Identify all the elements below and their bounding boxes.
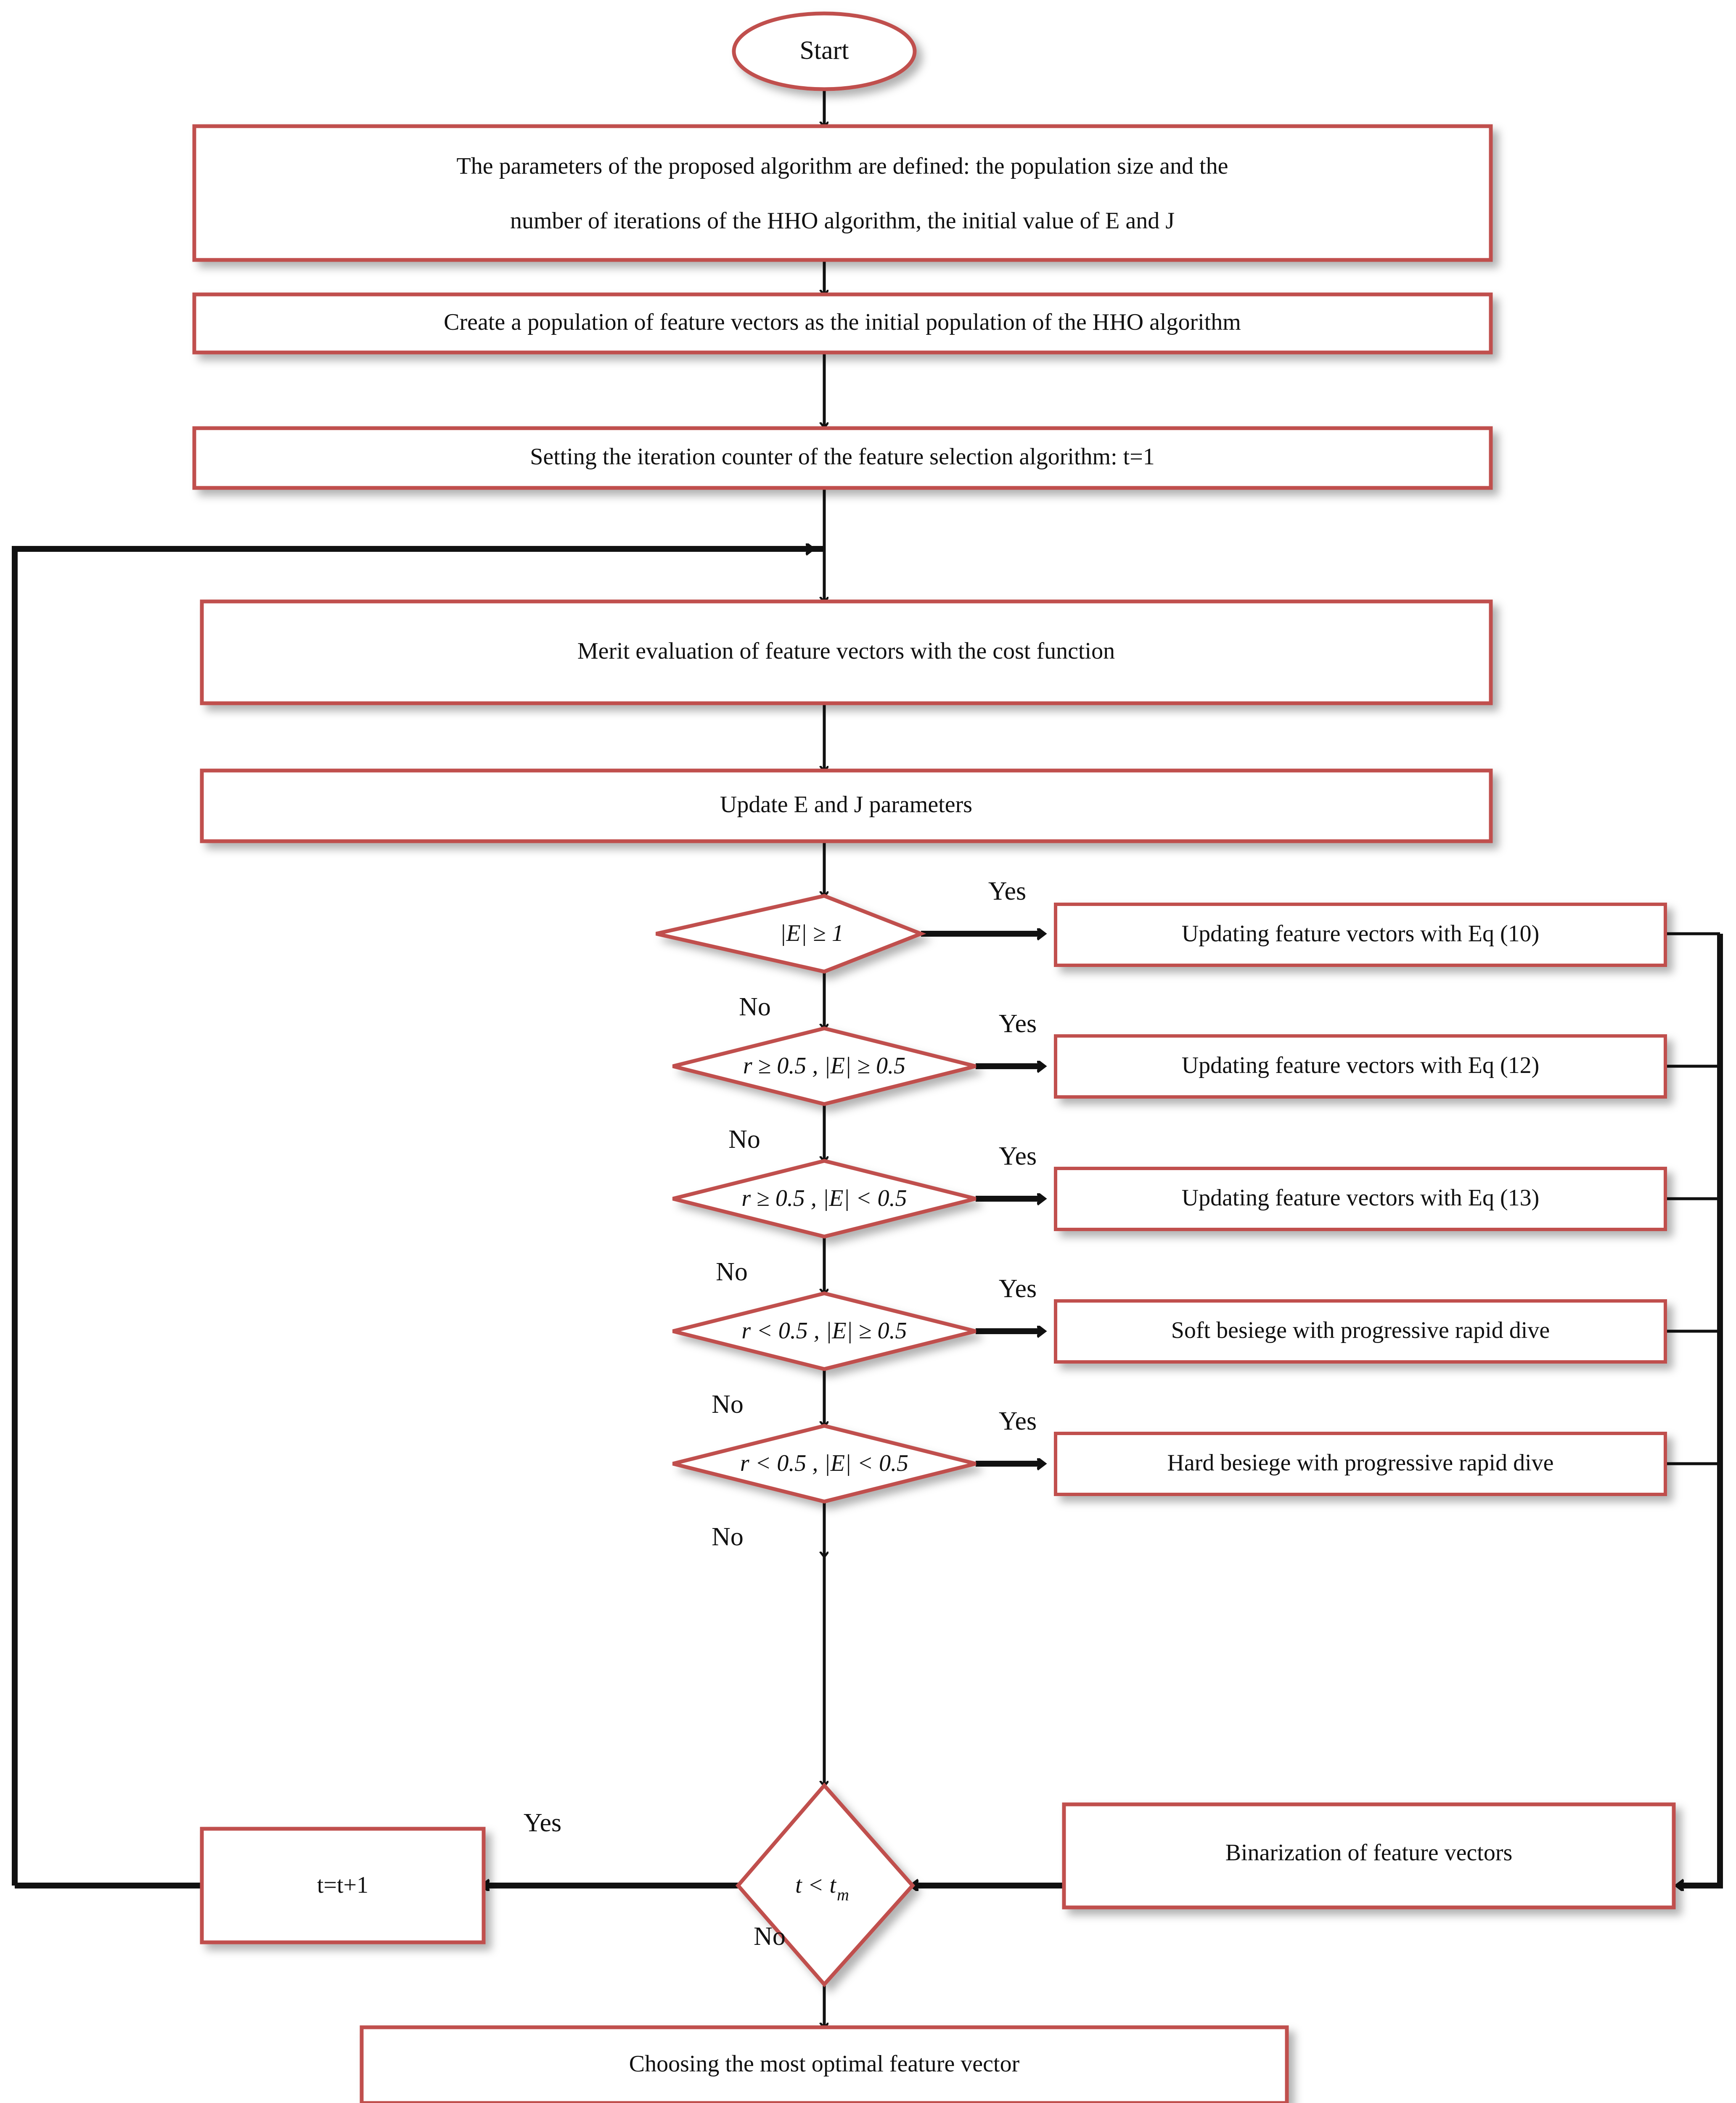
params-label-line-2: number of iterations of the HHO algorith…	[510, 208, 1175, 234]
params-label-line-1: The parameters of the proposed algorithm…	[457, 153, 1228, 179]
process-choose-optimal[interactable]: Choosing the most optimal feature vector	[360, 2025, 1289, 2103]
decision2-no-label: No	[728, 1125, 760, 1154]
process-binarization[interactable]: Binarization of feature vectors	[1062, 1802, 1676, 1910]
choose-optimal-label: Choosing the most optimal feature vector	[629, 2051, 1020, 2077]
process-merit-evaluation[interactable]: Merit evaluation of feature vectors with…	[200, 599, 1493, 705]
decision3-condition: r ≥ 0.5 , |E| < 0.5	[741, 1185, 907, 1211]
branch-box-eq12[interactable]: Updating feature vectors with Eq (12)	[1054, 1034, 1667, 1099]
params-box	[192, 124, 1493, 262]
binarization-box	[1062, 1802, 1676, 1910]
process-increment-counter[interactable]: t=t+1	[200, 1827, 486, 1944]
eq13-label: Updating feature vectors with Eq (13)	[1182, 1185, 1540, 1211]
decision1-yes-label: Yes	[988, 877, 1026, 906]
set-counter-box	[192, 426, 1493, 490]
eq10-label: Updating feature vectors with Eq (10)	[1182, 921, 1540, 947]
decision5-condition: r < 0.5 , |E| < 0.5	[740, 1450, 908, 1476]
increment-counter-box	[200, 1827, 486, 1944]
loop-decision-condition: t < tm	[795, 1872, 849, 1904]
process-create-population[interactable]: Create a population of feature vectors a…	[192, 292, 1493, 355]
process-params[interactable]: The parameters of the proposed algorithm…	[192, 124, 1493, 262]
decision-abs-e-ge-1[interactable]: |E| ≥ 1 Yes No	[656, 877, 1026, 1021]
decision1-condition: |E| ≥ 1	[780, 920, 844, 946]
binarization-label: Binarization of feature vectors	[1225, 1840, 1513, 1866]
terminator-start[interactable]: Start	[732, 11, 917, 91]
branch-box-soft-besiege[interactable]: Soft besiege with progressive rapid dive	[1054, 1299, 1667, 1364]
decision5-no-label: No	[712, 1523, 744, 1551]
hard-besiege-box	[1054, 1432, 1667, 1496]
eq12-label: Updating feature vectors with Eq (12)	[1182, 1052, 1540, 1078]
decision2-diamond	[672, 1026, 977, 1106]
decision2-yes-label: Yes	[999, 1009, 1037, 1038]
loop-no-label: No	[754, 1922, 786, 1951]
decision3-diamond	[672, 1159, 977, 1239]
set-counter-label: Setting the iteration counter of the fea…	[530, 444, 1155, 470]
merit-evaluation-box	[200, 599, 1493, 705]
decision4-yes-label: Yes	[999, 1274, 1037, 1303]
decision-loop-t-lt-tm[interactable]: t < tm Yes No	[524, 1783, 916, 1987]
soft-besiege-label: Soft besiege with progressive rapid dive	[1171, 1317, 1550, 1343]
decision-r-lt-05-e-ge-05[interactable]: r < 0.5 , |E| ≥ 0.5 Yes No	[672, 1274, 1037, 1419]
process-update-params[interactable]: Update E and J parameters	[200, 768, 1493, 843]
branch-box-eq10[interactable]: Updating feature vectors with Eq (10)	[1054, 903, 1667, 967]
decision5-diamond	[672, 1424, 977, 1504]
decision4-no-label: No	[712, 1390, 744, 1419]
loop-decision-diamond	[736, 1783, 916, 1987]
increment-counter-label: t=t+1	[317, 1872, 368, 1898]
decision-r-ge-05-e-lt-05[interactable]: r ≥ 0.5 , |E| < 0.5 Yes No	[672, 1142, 1037, 1286]
eq13-box	[1054, 1167, 1667, 1231]
decision4-diamond	[672, 1291, 977, 1371]
decision3-no-label: No	[716, 1258, 748, 1286]
branch-box-hard-besiege[interactable]: Hard besiege with progressive rapid dive	[1054, 1432, 1667, 1496]
decision4-condition: r < 0.5 , |E| ≥ 0.5	[741, 1318, 907, 1344]
merit-evaluation-label: Merit evaluation of feature vectors with…	[577, 638, 1115, 664]
branch-box-eq13[interactable]: Updating feature vectors with Eq (13)	[1054, 1167, 1667, 1231]
create-population-label: Create a population of feature vectors a…	[444, 309, 1241, 335]
decision2-condition: r ≥ 0.5 , |E| ≥ 0.5	[743, 1053, 905, 1079]
start-label: Start	[799, 36, 849, 65]
start-ellipse	[732, 11, 917, 91]
decision-r-lt-05-e-lt-05[interactable]: r < 0.5 , |E| < 0.5 Yes No	[672, 1407, 1037, 1551]
eq10-box	[1054, 903, 1667, 967]
decision-r-ge-05-e-ge-05[interactable]: r ≥ 0.5 , |E| ≥ 0.5 Yes No	[672, 1009, 1037, 1154]
decision3-yes-label: Yes	[999, 1142, 1037, 1171]
hard-besiege-label: Hard besiege with progressive rapid dive	[1167, 1450, 1553, 1476]
update-params-box	[200, 768, 1493, 843]
decision5-yes-label: Yes	[999, 1407, 1037, 1436]
process-set-counter[interactable]: Setting the iteration counter of the fea…	[192, 426, 1493, 490]
eq12-box	[1054, 1034, 1667, 1099]
loop-yes-label: Yes	[524, 1809, 561, 1837]
connector-layer	[12, 88, 1723, 2103]
decision1-diamond	[656, 894, 926, 974]
decision1-no-label: No	[739, 993, 771, 1021]
choose-optimal-box	[360, 2025, 1289, 2103]
soft-besiege-box	[1054, 1299, 1667, 1364]
update-params-label: Update E and J parameters	[720, 792, 972, 818]
create-population-box	[192, 292, 1493, 355]
